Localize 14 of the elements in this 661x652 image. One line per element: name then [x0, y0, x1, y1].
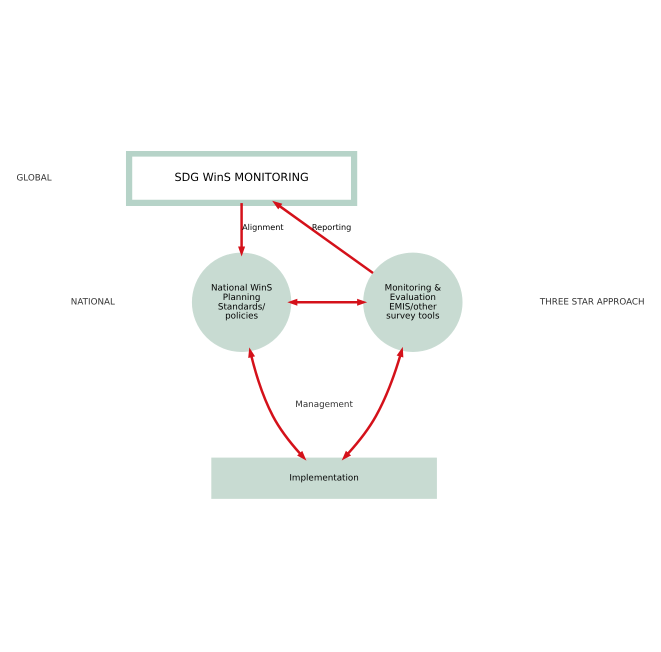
arrow [287, 298, 368, 306]
arrow [248, 347, 306, 461]
node-circle: National WinS Planning Standards/ policies [192, 252, 292, 352]
edge-label: Reporting [312, 222, 352, 232]
node-box: Implementation [211, 458, 437, 499]
node-box: SDG WinS MONITORING [126, 151, 358, 206]
label: THREE STAR APPROACH [540, 298, 645, 308]
arrow [272, 200, 374, 274]
label: NATIONAL [70, 298, 115, 308]
label: Management [295, 400, 353, 410]
node-circle: Monitoring & Evaluation EMIS/other survey tools [363, 252, 463, 352]
arrow [238, 203, 246, 257]
label: GLOBAL [16, 174, 52, 184]
arrow [342, 346, 404, 460]
